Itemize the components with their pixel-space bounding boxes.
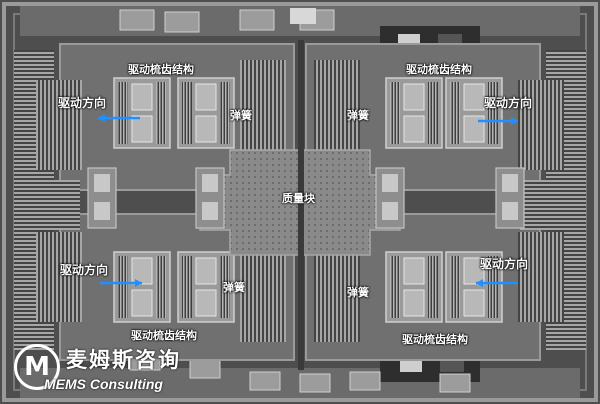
logo-english-name: MEMS Consulting bbox=[44, 376, 163, 392]
bottom-pad-4 bbox=[349, 371, 381, 391]
comb-module-fingers-r-0 bbox=[156, 82, 166, 144]
top-pad-0 bbox=[119, 9, 155, 31]
comb-electrode-a-2 bbox=[403, 83, 425, 111]
mems-consulting-logo: M 麦姆斯咨询 MEMS Consulting bbox=[14, 342, 214, 400]
spring-label-bottom-left: 弹簧 bbox=[223, 281, 245, 294]
anchor-pad-a-0 bbox=[94, 174, 110, 192]
comb-module-fingers-l-4 bbox=[118, 256, 128, 318]
drive-arrow-bottom-left-head bbox=[135, 279, 142, 287]
bottom-pad-3 bbox=[299, 373, 331, 393]
comb-module-fingers-r-5 bbox=[220, 256, 230, 318]
comb-module-fingers-l-0 bbox=[118, 82, 128, 144]
side-fine-bank-2 bbox=[40, 210, 80, 230]
center-divider bbox=[298, 40, 304, 370]
comb-electrode-b-7 bbox=[463, 289, 485, 317]
comb-electrode-b-5 bbox=[195, 289, 217, 317]
comb-structure-label-bottom-right: 驱动梳齿结构 bbox=[402, 333, 468, 346]
drive-arrow-top-right-head bbox=[511, 117, 518, 125]
spring-label-bottom-right: 弹簧 bbox=[347, 286, 369, 299]
comb-electrode-a-5 bbox=[195, 257, 217, 285]
comb-module-fingers-l-3 bbox=[450, 82, 460, 144]
anchor-pad-b-0 bbox=[94, 202, 110, 220]
comb-structure-label-top-left: 驱动梳齿结构 bbox=[128, 63, 194, 76]
anchor-pad-a-1 bbox=[502, 174, 518, 192]
top-pad-1 bbox=[164, 11, 200, 33]
comb-module-fingers-r-3 bbox=[488, 82, 498, 144]
comb-electrode-a-0 bbox=[131, 83, 153, 111]
comb-structure-label-bottom-left: 驱动梳齿结构 bbox=[131, 329, 197, 342]
comb-electrode-b-1 bbox=[195, 115, 217, 143]
comb-module-fingers-l-6 bbox=[390, 256, 400, 318]
side-fine-bank-0 bbox=[40, 180, 80, 210]
drive-arrow-top-left-head bbox=[98, 114, 105, 122]
comb-electrode-b-2 bbox=[403, 115, 425, 143]
outer-comb-bank-0 bbox=[36, 80, 82, 170]
comb-electrode-a-7 bbox=[463, 257, 485, 285]
drive-direction-label-bottom-left: 驱动方向 bbox=[60, 263, 109, 277]
comb-electrode-a-3 bbox=[463, 83, 485, 111]
top-bright-pad bbox=[290, 8, 316, 24]
comb-electrode-b-3 bbox=[463, 115, 485, 143]
comb-electrode-b-0 bbox=[131, 115, 153, 143]
anchor-pad-b-1 bbox=[502, 202, 518, 220]
logo-mark-letter: M bbox=[24, 352, 50, 382]
bottom-pad-5 bbox=[439, 373, 471, 393]
proof-mass-label: 质量块 bbox=[282, 192, 315, 205]
drive-direction-label-top-right: 驱动方向 bbox=[484, 96, 533, 110]
comb-module-fingers-r-2 bbox=[428, 82, 438, 144]
outer-comb-bank-2 bbox=[518, 80, 564, 170]
comb-module-fingers-l-7 bbox=[450, 256, 460, 318]
top-pad-2 bbox=[239, 9, 275, 31]
comb-electrode-b-4 bbox=[131, 289, 153, 317]
comb-structure-label-top-right: 驱动梳齿结构 bbox=[406, 63, 472, 76]
bottom-pad-2 bbox=[249, 371, 281, 391]
comb-module-fingers-l-1 bbox=[182, 82, 192, 144]
anchor-pad-a-3 bbox=[382, 174, 398, 192]
outer-comb-bank-3 bbox=[518, 232, 564, 322]
anchor-pad-a-2 bbox=[202, 174, 218, 192]
spring-label-top-right: 弹簧 bbox=[347, 109, 369, 122]
comb-module-fingers-r-6 bbox=[428, 256, 438, 318]
side-fine-bank-3 bbox=[520, 210, 560, 230]
logo-mark: M bbox=[14, 344, 60, 390]
comb-electrode-b-6 bbox=[403, 289, 425, 317]
outer-comb-bank-1 bbox=[36, 232, 82, 322]
anchor-pad-b-2 bbox=[202, 202, 218, 220]
drive-direction-label-top-left: 驱动方向 bbox=[58, 96, 107, 110]
comb-module-fingers-r-1 bbox=[220, 82, 230, 144]
comb-module-fingers-l-2 bbox=[390, 82, 400, 144]
comb-module-fingers-r-4 bbox=[156, 256, 166, 318]
comb-electrode-a-6 bbox=[403, 257, 425, 285]
spring-label-top-left: 弹簧 bbox=[230, 109, 252, 122]
side-fine-bank-1 bbox=[520, 180, 560, 210]
anchor-pad-b-3 bbox=[382, 202, 398, 220]
drive-arrow-bottom-right-head bbox=[476, 279, 483, 287]
comb-module-fingers-r-7 bbox=[488, 256, 498, 318]
comb-module-fingers-l-5 bbox=[182, 256, 192, 318]
comb-electrode-a-1 bbox=[195, 83, 217, 111]
drive-direction-label-bottom-right: 驱动方向 bbox=[480, 257, 529, 271]
logo-chinese-name: 麦姆斯咨询 bbox=[66, 347, 181, 372]
